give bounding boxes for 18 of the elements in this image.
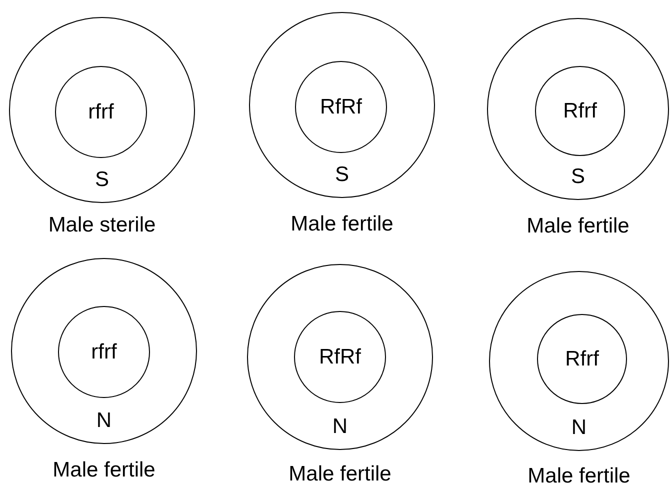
- node-label: Male fertile: [526, 214, 630, 238]
- circle-label: N: [96, 410, 112, 431]
- circle-label: S: [571, 166, 585, 187]
- node-label: Male sterile: [48, 213, 156, 237]
- circle-label: N: [332, 416, 348, 437]
- circle-label: N: [571, 417, 587, 438]
- circle-label: rfrf: [87, 102, 115, 122]
- node-label: Male fertile: [290, 212, 394, 236]
- node-label: Male fertile: [528, 464, 630, 488]
- circle-label: RfRf: [319, 96, 363, 118]
- circle-label: S: [335, 164, 349, 185]
- node-label: Male fertile: [288, 462, 392, 486]
- circle-label: Rfrf: [562, 100, 598, 122]
- circle-label: RfRf: [318, 346, 362, 368]
- circle-label: S: [95, 169, 109, 190]
- circle-label: rfrf: [90, 342, 118, 362]
- node-label: Male fertile: [52, 458, 156, 482]
- circle-label: Rfrf: [564, 348, 600, 370]
